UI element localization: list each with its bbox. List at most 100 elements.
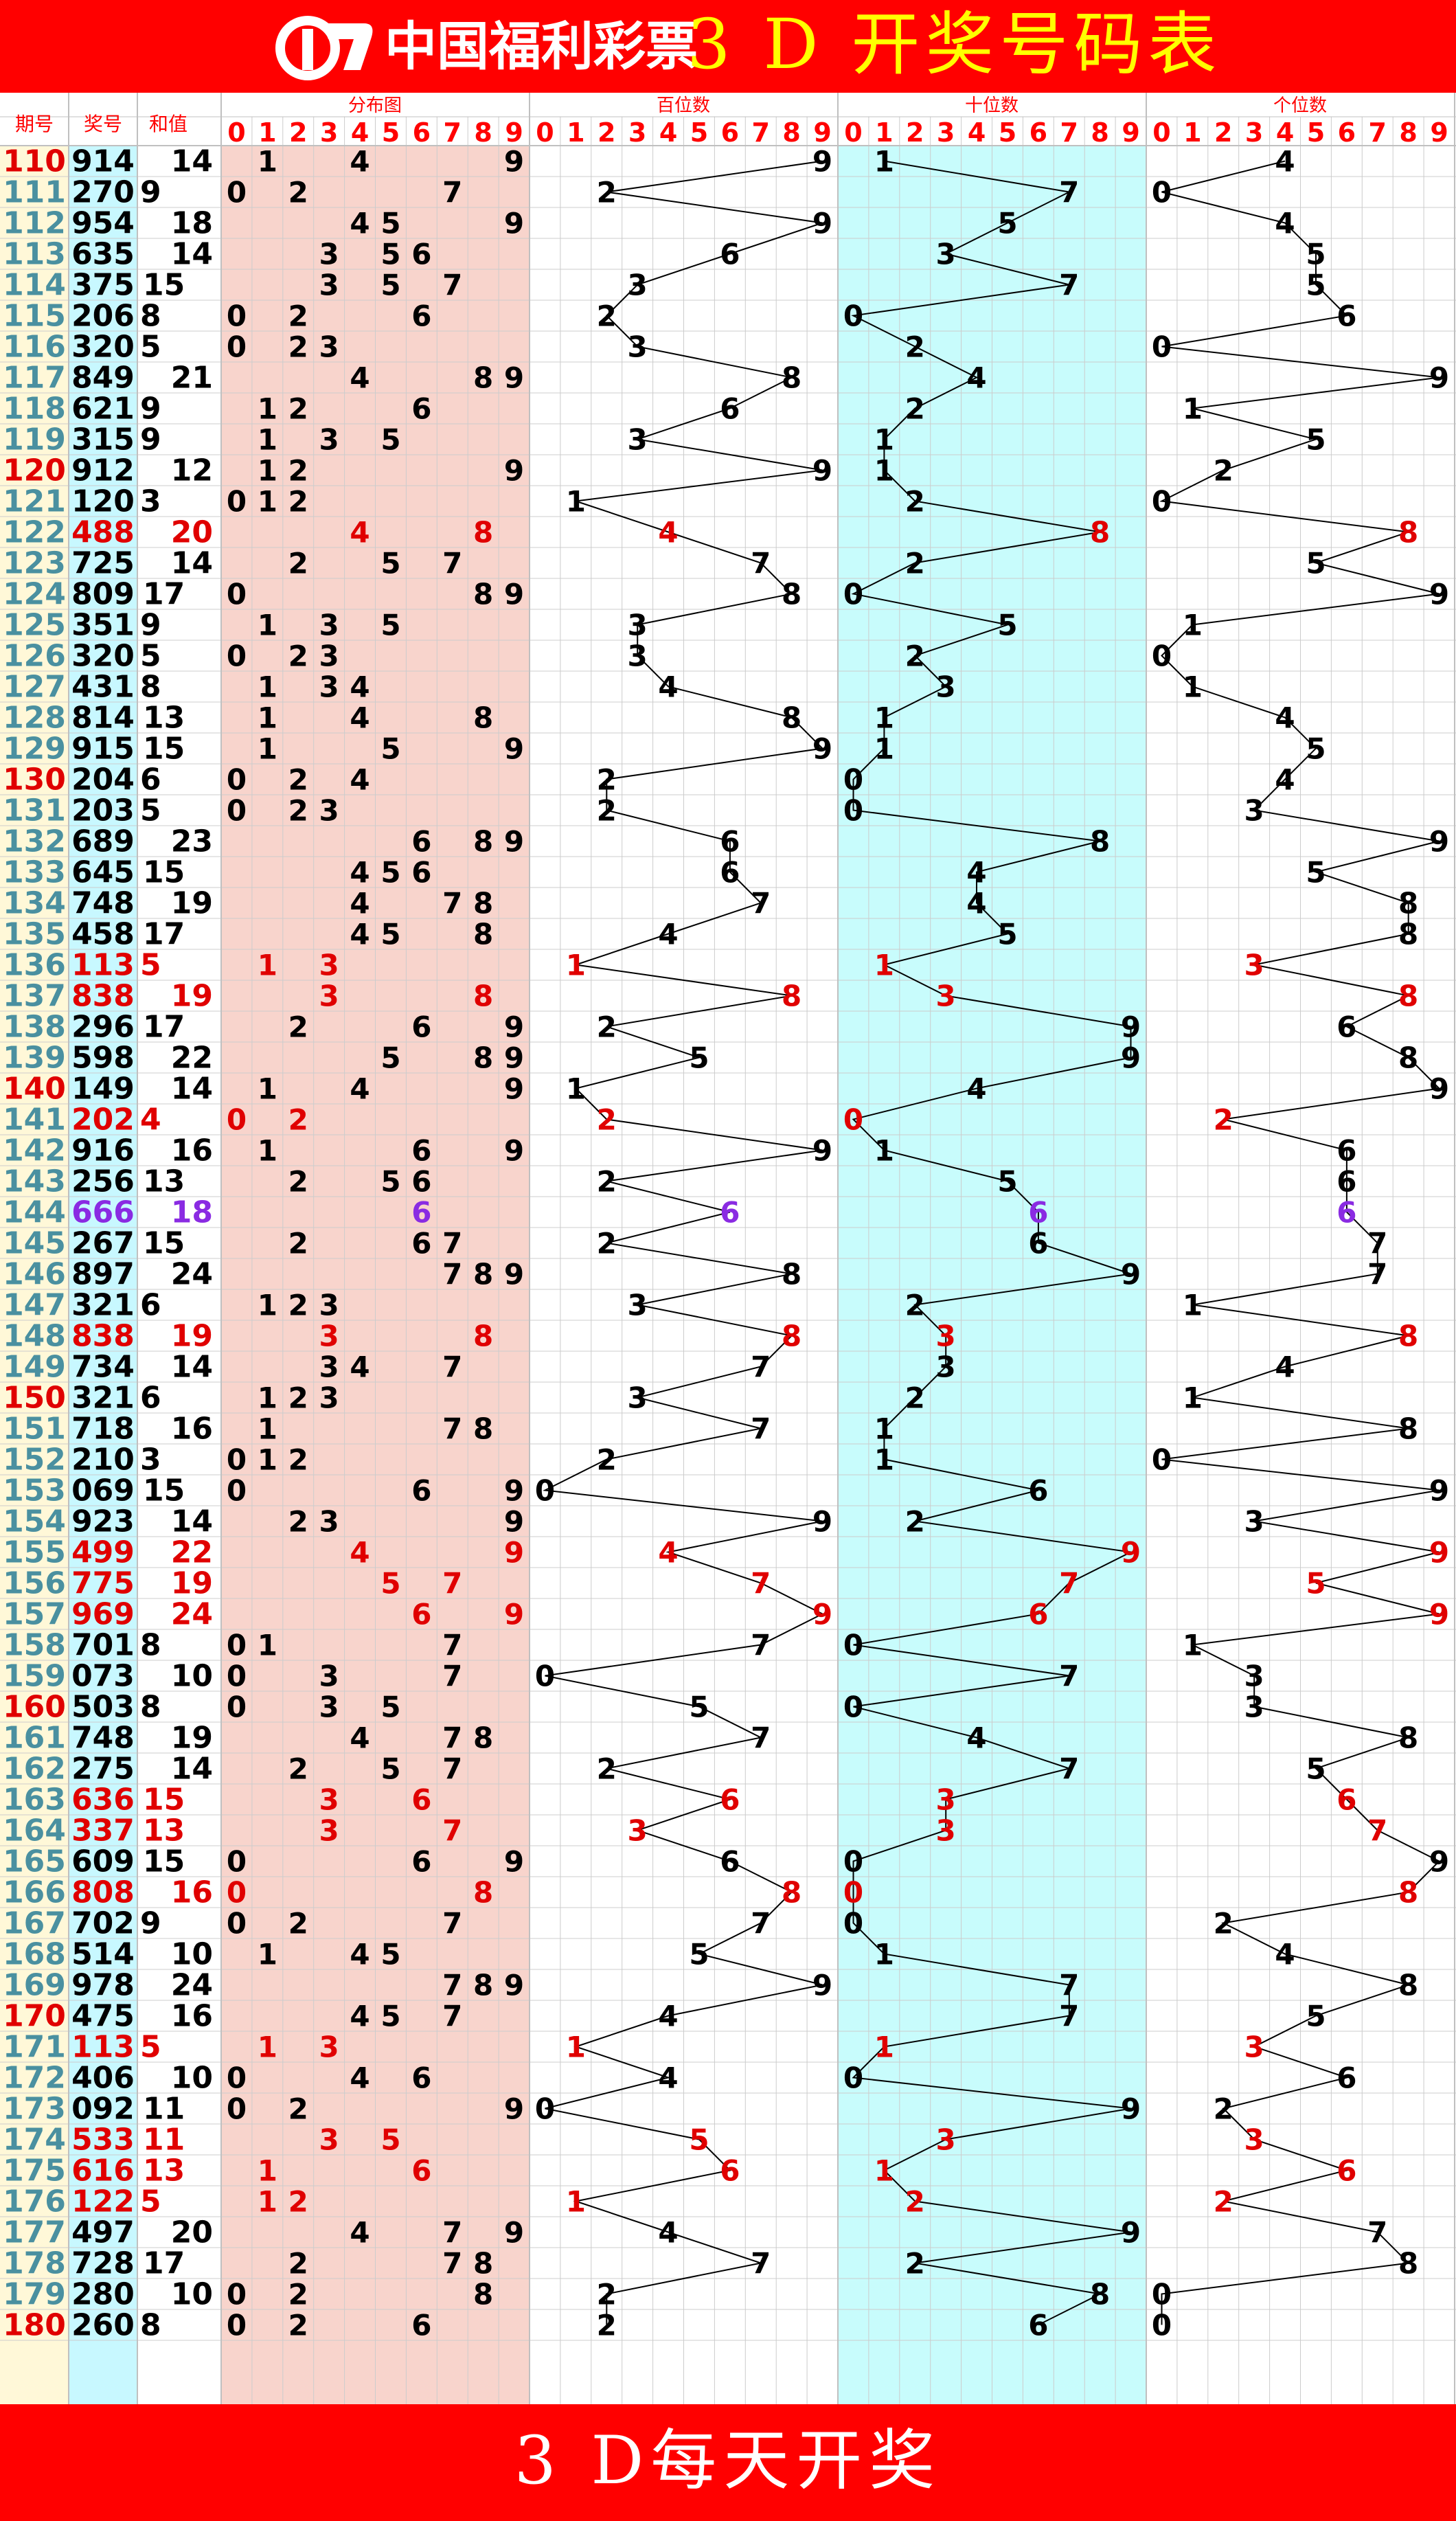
distribution-digit: 8 bbox=[473, 1969, 493, 2002]
number-cell: 406 bbox=[71, 2061, 135, 2096]
sum-cell: 3 bbox=[140, 1443, 161, 1478]
units-digit-mark: 0 bbox=[1152, 176, 1172, 210]
hundreds-digit-mark: 9 bbox=[812, 145, 832, 179]
period-cell: 125 bbox=[3, 608, 66, 643]
distribution-digit: 8 bbox=[473, 1258, 493, 1291]
period-cell: 168 bbox=[3, 1937, 66, 1972]
distribution-digit: 3 bbox=[319, 609, 339, 642]
tens-digit-mark: 0 bbox=[843, 1691, 863, 1724]
period-cell: 169 bbox=[3, 1968, 66, 2003]
units-digit-mark: 9 bbox=[1429, 1474, 1449, 1508]
units-digit-mark: 6 bbox=[1336, 1783, 1356, 1817]
sum-cell: 10 bbox=[171, 1659, 213, 1694]
sum-cell: 10 bbox=[171, 2277, 213, 2312]
distribution-digit: 6 bbox=[411, 1598, 431, 1631]
period-cell: 155 bbox=[3, 1535, 66, 1570]
digit-header: 0 bbox=[1152, 117, 1170, 148]
units-digit-mark: 4 bbox=[1275, 1350, 1295, 1384]
distribution-digit: 7 bbox=[442, 2000, 462, 2033]
tens-digit-mark: 1 bbox=[874, 949, 894, 982]
period-cell: 110 bbox=[3, 144, 66, 179]
period-cell: 167 bbox=[3, 1906, 66, 1941]
digit-header: 5 bbox=[382, 117, 400, 148]
sum-cell: 16 bbox=[171, 1412, 213, 1447]
period-cell: 175 bbox=[3, 2153, 66, 2189]
tens-digit-mark: 0 bbox=[843, 1103, 863, 1137]
number-cell: 321 bbox=[71, 1381, 135, 1416]
distribution-digit: 1 bbox=[258, 485, 277, 519]
number-cell: 666 bbox=[71, 1195, 135, 1230]
hundreds-digit-mark: 0 bbox=[535, 1660, 555, 1693]
number-cell: 275 bbox=[71, 1752, 135, 1787]
digit-header: 3 bbox=[320, 117, 338, 148]
distribution-digit: 8 bbox=[473, 578, 493, 611]
period-cell: 132 bbox=[3, 824, 66, 859]
distribution-digit: 7 bbox=[442, 1567, 462, 1601]
sum-cell: 14 bbox=[171, 1072, 213, 1107]
units-digit-mark: 2 bbox=[1214, 2185, 1233, 2219]
distribution-digit: 0 bbox=[227, 330, 247, 364]
distribution-digit: 3 bbox=[319, 1691, 339, 1724]
period-cell: 166 bbox=[3, 1875, 66, 1910]
distribution-digit: 8 bbox=[473, 1320, 493, 1353]
digit-header: 2 bbox=[289, 117, 307, 148]
number-cell: 915 bbox=[71, 732, 135, 767]
units-digit-mark: 8 bbox=[1398, 980, 1418, 1013]
period-cell: 140 bbox=[3, 1072, 66, 1107]
hundreds-digit-mark: 2 bbox=[597, 176, 617, 210]
distribution-digit: 9 bbox=[504, 2216, 524, 2250]
distribution-digit: 1 bbox=[258, 1289, 277, 1322]
period-cell: 112 bbox=[3, 206, 66, 241]
distribution-digit: 3 bbox=[319, 980, 339, 1013]
tens-digit-mark: 5 bbox=[997, 1165, 1017, 1199]
hundreds-digit-mark: 8 bbox=[782, 1876, 801, 1910]
digit-header: 8 bbox=[1091, 117, 1108, 148]
sum-cell: 6 bbox=[140, 1288, 161, 1323]
distribution-digit: 1 bbox=[258, 2185, 277, 2219]
hundreds-digit-mark: 0 bbox=[535, 1474, 555, 1508]
tens-digit-mark: 2 bbox=[905, 2185, 925, 2219]
hundreds-digit-mark: 2 bbox=[597, 763, 617, 797]
sum-cell: 15 bbox=[143, 732, 185, 767]
sum-cell: 13 bbox=[143, 701, 185, 736]
distribution-digit: 4 bbox=[350, 2216, 369, 2250]
distribution-digit: 1 bbox=[258, 392, 277, 426]
tens-digit-mark: 2 bbox=[905, 1289, 925, 1322]
units-digit-mark: 6 bbox=[1336, 299, 1356, 333]
number-cell: 897 bbox=[71, 1257, 135, 1292]
sum-cell: 14 bbox=[171, 1752, 213, 1787]
sum-cell: 24 bbox=[171, 1257, 213, 1292]
sum-cell: 22 bbox=[171, 1041, 213, 1076]
number-cell: 351 bbox=[71, 608, 135, 643]
distribution-digit: 9 bbox=[504, 1258, 524, 1291]
units-digit-mark: 6 bbox=[1336, 2061, 1356, 2095]
number-cell: 488 bbox=[71, 515, 135, 550]
tens-digit-mark: 3 bbox=[936, 1350, 956, 1384]
distribution-digit: 4 bbox=[350, 207, 369, 240]
distribution-digit: 9 bbox=[504, 1041, 524, 1075]
hundreds-digit-mark: 1 bbox=[566, 1072, 586, 1106]
units-digit-mark: 5 bbox=[1306, 1752, 1326, 1786]
number-cell: 701 bbox=[71, 1628, 135, 1663]
digit-header: 0 bbox=[536, 117, 554, 148]
number-cell: 914 bbox=[71, 144, 135, 179]
number-cell: 978 bbox=[71, 1968, 135, 2003]
distribution-digit: 1 bbox=[258, 701, 277, 735]
hundreds-digit-mark: 5 bbox=[689, 1041, 709, 1075]
distribution-digit: 1 bbox=[258, 145, 277, 179]
sum-cell: 8 bbox=[140, 1628, 161, 1663]
distribution-digit: 3 bbox=[319, 1505, 339, 1539]
number-cell: 702 bbox=[71, 1906, 135, 1941]
distribution-digit: 4 bbox=[350, 2000, 369, 2033]
distribution-digit: 7 bbox=[442, 1629, 462, 1662]
hundreds-digit-mark: 2 bbox=[597, 1010, 617, 1044]
number-cell: 321 bbox=[71, 1288, 135, 1323]
hundreds-digit-mark: 7 bbox=[751, 1629, 771, 1662]
hundreds-digit-mark: 6 bbox=[720, 1196, 740, 1230]
number-cell: 320 bbox=[71, 330, 135, 365]
distribution-digit: 5 bbox=[380, 856, 400, 890]
digit-header: 2 bbox=[906, 117, 924, 148]
tens-digit-mark: 2 bbox=[905, 485, 925, 519]
header-period: 期号 bbox=[15, 113, 54, 135]
sum-cell: 16 bbox=[171, 1875, 213, 1910]
